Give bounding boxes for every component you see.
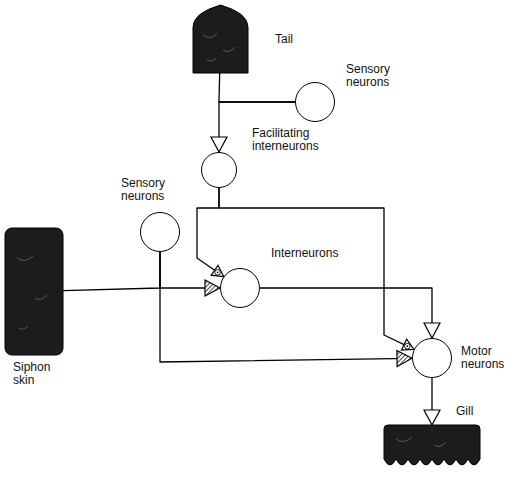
axon-connector [431,378,432,425]
gill-organ: Gill [384,425,480,470]
node-label: Gill [456,405,496,418]
synapse-head [211,137,227,152]
synapse-head [211,265,223,276]
modulatory-mark [405,343,411,349]
modulatory-mark [215,270,221,276]
synapse-head [424,410,440,425]
siphon-skin: Siphon skin [5,228,63,355]
sensory-neuron: Sensory neurons [140,212,180,252]
node-label: Siphon skin [13,361,63,387]
sensory-neuron: Sensory neurons [295,82,335,122]
synapse-terminal [205,280,220,296]
node-label: Motor neurons [461,345,516,371]
dashed-segment [218,80,220,98]
modulatory-dot [406,345,408,347]
node-label: Sensory neurons [346,63,408,89]
node-label: Interneurons [271,247,371,260]
axon-connector [219,73,295,102]
facilitating-neuron: Facilitating interneurons [201,152,237,188]
axon-connector [197,188,224,277]
axon-connector [219,188,414,349]
node-label: Tail [275,33,335,46]
tail-organ: Tail [193,5,248,73]
axon-connector [160,252,220,288]
organ-outline [193,5,248,73]
synapse-head [424,323,440,338]
synapse-head [401,339,414,350]
axon-connector [63,252,160,291]
modulatory-dot [217,271,219,273]
axon-connector [260,288,432,338]
organ-outline [384,425,480,470]
node-label: Facilitating interneurons [252,127,352,153]
node-label: Sensory neurons [121,177,183,203]
motor-neuron: Motor neurons [412,338,452,378]
synapse-terminal [397,351,412,367]
axon-connector [160,252,412,362]
interneuron: Interneurons [220,268,260,308]
organ-outline [5,228,63,355]
